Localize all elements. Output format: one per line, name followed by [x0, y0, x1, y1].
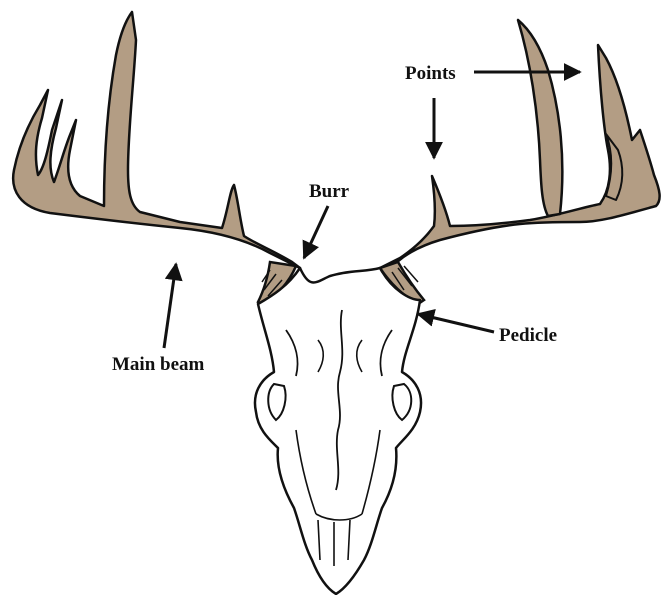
burr-label: Burr: [309, 182, 349, 201]
main-beam-arrow: [164, 264, 176, 348]
left-antler: [13, 12, 300, 304]
points-label: Points: [405, 64, 456, 83]
burr-arrow: [304, 206, 328, 258]
pedicle-label: Pedicle: [499, 326, 557, 345]
main-beam-label: Main beam: [112, 355, 204, 374]
skull: [255, 268, 421, 594]
pedicle-arrow: [418, 314, 494, 332]
